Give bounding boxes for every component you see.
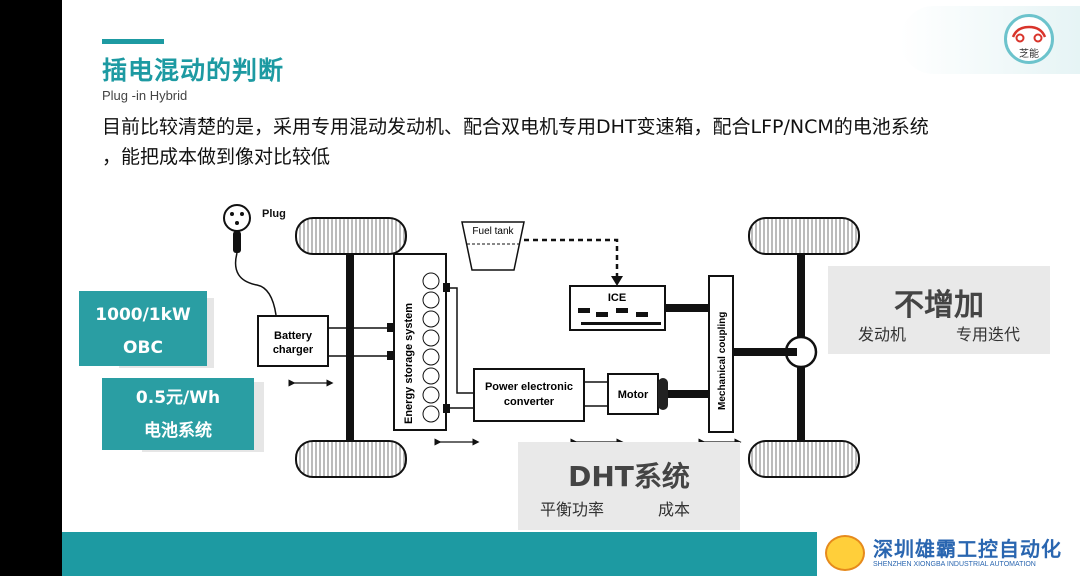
fuel-tank (461, 221, 525, 271)
battery-charger-line1: Battery (274, 330, 313, 342)
slide: 芝能 插电混动的判断 Plug -in Hybrid 目前比较清楚的是，采用专用… (62, 0, 1080, 576)
battery-charger-line2: charger (273, 344, 314, 356)
battery-cells (422, 272, 440, 423)
body-line-1: 目前比较清楚的是，采用专用混动发动机、配合双电机专用DHT变速箱，配合LFP/N… (102, 116, 929, 138)
body-paragraph: 目前比较清楚的是，采用专用混动发动机、配合双电机专用DHT变速箱，配合LFP/N… (102, 112, 1042, 172)
logo-badge: 芝能 (1004, 14, 1054, 64)
no-increase-item-iteration: 专用迭代 (956, 325, 1021, 344)
no-increase-panel: 不增加 发动机 专用迭代 (828, 266, 1050, 354)
converter-line1: Power electronic (485, 381, 573, 393)
powertrain-diagram: Plug Battery charger Energy storage syst… (223, 204, 860, 478)
obc-line1: 1000/1kW (95, 305, 191, 325)
page-subtitle: Plug -in Hybrid (102, 88, 188, 103)
brand-name-en: SHENZHEN XIONGBA INDUSTRIAL AUTOMATION (873, 561, 1036, 568)
dht-item-cost: 成本 (658, 500, 691, 519)
wheel-front-left (295, 217, 407, 255)
brand-mascot-icon (825, 535, 865, 571)
ice-label: ICE (608, 292, 626, 304)
wheel-rear-right (748, 440, 860, 478)
converter-line2: converter (504, 396, 555, 408)
ice-shaft (665, 304, 709, 312)
logo-text: 芝能 (1019, 49, 1039, 60)
car-logo-icon (1011, 25, 1047, 43)
dht-panel: DHT系统 平衡功率 成本 (518, 442, 740, 530)
body-line-2: ，能把成本做到像对比较低 (102, 146, 331, 168)
obc-box: 1000/1kW OBC (79, 291, 207, 366)
battery-system-box: 0.5元/Wh 电池系统 (102, 378, 254, 450)
plug-label: Plug (262, 208, 286, 220)
no-increase-item-engine: 发动机 (858, 325, 907, 344)
power-electronic-converter (473, 368, 585, 422)
battery-charger (257, 315, 329, 367)
motor-label: Motor (618, 389, 649, 401)
brand-watermark: 深圳雄霸工控自动化 SHENZHEN XIONGBA INDUSTRIAL AU… (817, 530, 1080, 576)
fuel-tank-label: Fuel tank (472, 226, 514, 237)
mechanical-coupling-label: Mechanical coupling (717, 312, 728, 410)
plug-icon (223, 204, 251, 232)
left-axle (346, 253, 354, 443)
page-title: 插电混动的判断 (102, 56, 285, 85)
title-accent-bar (102, 39, 164, 44)
battery-line1: 0.5元/Wh (135, 388, 221, 408)
wheel-rear-left (295, 440, 407, 478)
wheel-front-right (748, 217, 860, 255)
battery-line2: 电池系统 (144, 421, 212, 441)
brand-name-cn: 深圳雄霸工控自动化 (873, 537, 1062, 561)
dht-title: DHT系统 (568, 460, 690, 493)
energy-storage-label: Energy storage system (403, 303, 415, 424)
dht-item-balance: 平衡功率 (540, 500, 605, 519)
motor (607, 373, 659, 415)
obc-line2: OBC (123, 338, 163, 358)
no-increase-title: 不增加 (894, 288, 984, 323)
